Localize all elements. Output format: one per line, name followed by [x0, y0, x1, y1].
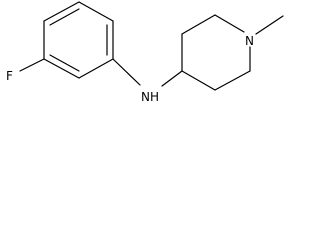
piperidine-bond-3 — [214, 14, 245, 33]
piperidine-bond-6 — [181, 70, 216, 91]
structure-canvas: F N H N — [6, 1, 284, 103]
piperidine-bond-5 — [214, 70, 251, 91]
benzene-bond-4 — [78, 58, 114, 79]
n-c4-bond — [161, 70, 183, 87]
benzene-bond-1 — [43, 1, 80, 22]
c-n-amine-bond — [112, 58, 141, 86]
piperidine-bond-2 — [181, 14, 216, 35]
n-methyl-bond — [255, 15, 284, 35]
benzene-bond-5 — [43, 58, 80, 79]
benzene-double-bond-3 — [49, 54, 80, 72]
piperidine-ring — [181, 14, 251, 91]
ring-nitrogen-label: N — [245, 34, 254, 48]
amine-hydrogen-label: H — [150, 90, 159, 103]
fluorine-label: F — [6, 69, 13, 83]
benzene-double-bond-1 — [49, 8, 80, 26]
benzene-ring — [43, 1, 114, 79]
c-f-bond — [19, 58, 45, 72]
benzene-bond-2 — [78, 1, 114, 22]
amine-nitrogen-label: N — [141, 90, 150, 103]
